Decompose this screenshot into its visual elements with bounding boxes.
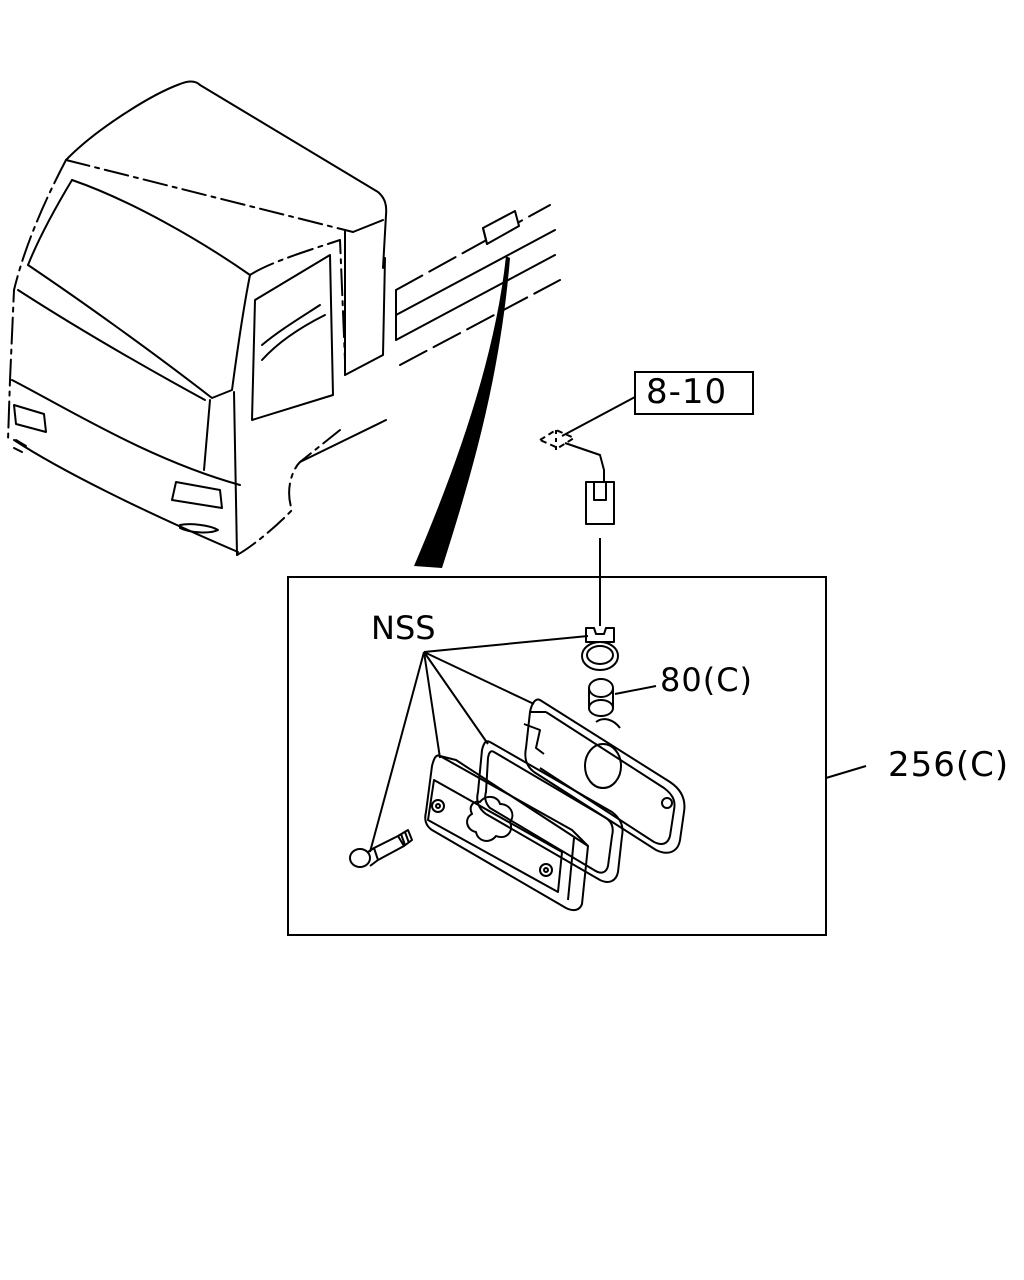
truck-cab-illustration xyxy=(7,80,561,556)
lamp-housing xyxy=(523,698,686,854)
lamp-lens xyxy=(424,754,589,912)
screw xyxy=(349,829,413,868)
detail-frame xyxy=(287,576,827,936)
wiring-harness xyxy=(539,396,636,643)
lamp-callout-leader xyxy=(825,765,867,779)
gasket xyxy=(476,740,624,883)
nss-callout: NSS xyxy=(371,609,436,647)
bulb-callout-leader xyxy=(614,685,657,695)
detail-leader-wedge xyxy=(414,256,510,568)
lamp-assembly-callout: 256(C) xyxy=(888,745,1010,785)
nss-leader-lines xyxy=(369,635,589,853)
bulb xyxy=(588,678,614,717)
reference-callout-box xyxy=(634,371,754,415)
bulb-callout: 80(C) xyxy=(660,661,754,699)
bulb-socket xyxy=(581,641,619,671)
reference-callout[interactable]: 8-10 xyxy=(646,372,728,412)
